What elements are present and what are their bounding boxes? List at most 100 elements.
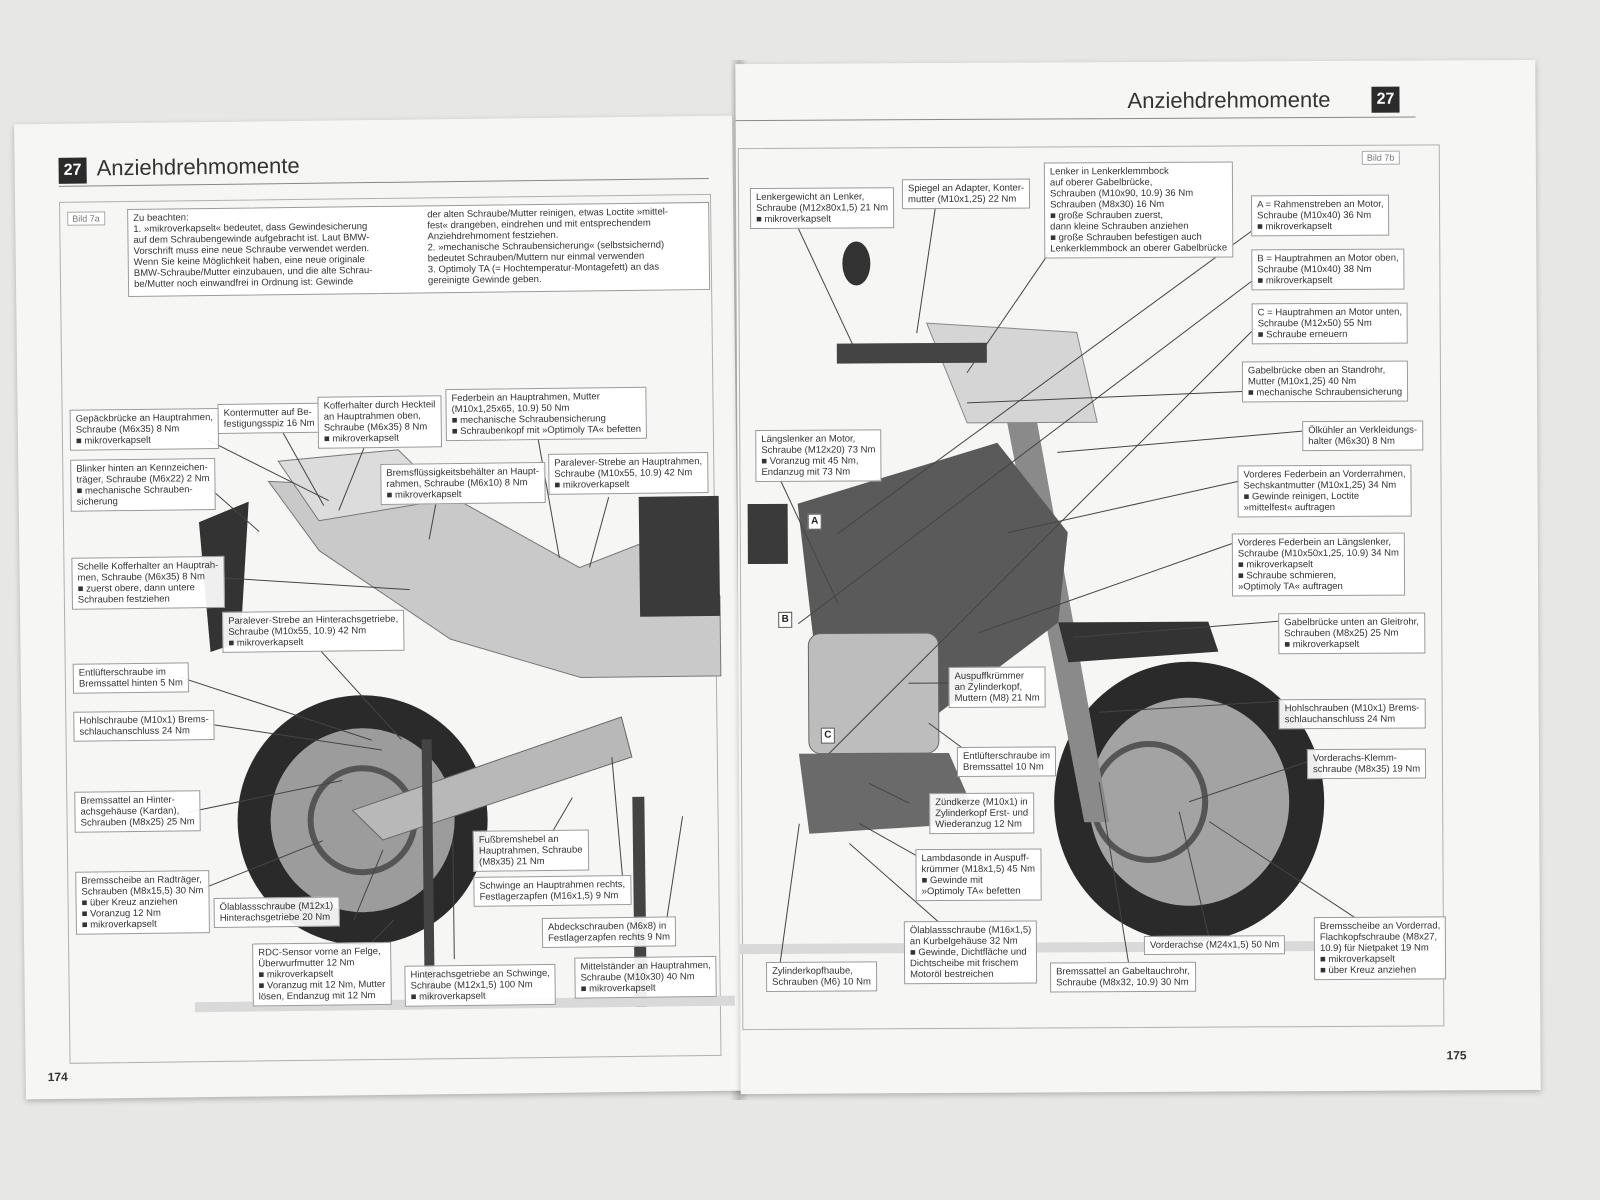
- callout-hohlschraube-hinten: Hohlschraube (M10x1) Brems- schlauchansc…: [73, 710, 215, 742]
- callout-line: Schrauben (M8x15,5) 30 Nm: [81, 885, 204, 898]
- callout-line: ■ mikroverkapselt: [81, 918, 157, 931]
- front-mudguard: [1058, 621, 1219, 663]
- side-stand: [421, 739, 435, 1000]
- callout-mittelstaender: Mittelständer an Hauptrahmen, Schraube (…: [574, 955, 718, 999]
- callout-bremssattel-gabeltauchrohr: Bremssattel an Gabeltauchrohr, Schraube …: [1050, 961, 1196, 993]
- callout-line: Wiederanzug 12 Nm: [935, 818, 1022, 831]
- page-174: 27 Anziehdrehmomente Bild 7a Zu beachten…: [14, 115, 744, 1100]
- callout-line: 10.9) für Nietpaket 19 Nm: [1319, 942, 1429, 955]
- callout-line: Hohlschrauben (M10x1) Brems-: [1284, 702, 1420, 715]
- callout-line: Gepäckbrücke an Hauptrahmen,: [75, 412, 214, 425]
- callout-federbein-vorderrahmen: Vorderes Federbein an Vorderrahmen, Sech…: [1237, 464, 1412, 518]
- callout-line: RDC-Sensor vorne an Felge,: [258, 946, 381, 959]
- callout-hauptrahmen-oben-b: B = Hauptrahmen an Motor oben, Schraube …: [1251, 248, 1405, 291]
- callout-auspuffkruemmer: Auspuffkrümmer an Zylinderkopf, Muttern …: [948, 666, 1046, 708]
- windscreen: [925, 322, 1098, 424]
- callout-federbein-laengslenker: Vorderes Federbein an Längslenker, Schra…: [1231, 532, 1406, 597]
- handlebar: [836, 342, 987, 364]
- callout-line: ■ mikroverkapselt: [1257, 220, 1333, 233]
- callout-rahmenstreben-a: A = Rahmenstreben an Motor, Schraube (M1…: [1251, 194, 1390, 237]
- callout-line: »mittelfest« auftragen: [1243, 501, 1336, 514]
- callout-line: Muttern (M8) 21 Nm: [954, 692, 1040, 704]
- callout-line: Festlagerzapfen rechts 9 Nm: [547, 931, 671, 944]
- callout-kontermutter: Kontermutter auf Be- festigungsspiz 16 N…: [217, 402, 321, 434]
- callout-bremsfluessigkeitsbehaelter: Bremsflüssigkeitsbehälter an Haupt- rahm…: [380, 461, 546, 505]
- callout-line: Gabelbrücke oben an Standrohr,: [1247, 364, 1386, 377]
- callout-line: ■ mechanische Schrauben-: [76, 484, 193, 497]
- callout-entluefterschraube-hinten: Entlüfterschraube im Bremssattel hinten …: [72, 662, 190, 694]
- callout-line: ■ Voranzug mit 45 Nm,: [761, 455, 859, 467]
- callout-line: Lenker in Lenkerklemmbock: [1049, 165, 1169, 178]
- callout-hauptrahmen-unten-c: C = Hauptrahmen an Motor unten, Schraube…: [1251, 302, 1409, 345]
- callout-abdeckschrauben: Abdeckschrauben (M6x8) in Festlagerzapfe…: [541, 916, 677, 949]
- callout-line: C = Hauptrahmen an Motor unten,: [1257, 306, 1403, 319]
- callout-hinterachsgetriebe-schwinge: Hinterachsgetriebe an Schwinge, Schraube…: [404, 963, 557, 1007]
- callout-line: Schrauben (M8x30) 16 Nm: [1050, 198, 1165, 211]
- callout-paralever-hauptrahmen: Paralever-Strebe an Hauptrahmen, Schraub…: [548, 451, 709, 495]
- callout-line: schlauchanschluss 24 Nm: [79, 725, 190, 738]
- callout-line: (M8x35) 21 Nm: [479, 855, 545, 868]
- callout-line: Mutter (M10x1,25) 40 Nm: [1247, 375, 1357, 388]
- callout-vorderachs-klemmschraube: Vorderachs-Klemm- schraube (M8x35) 19 Nm: [1306, 748, 1427, 780]
- callout-line: ■ Gewinde reinigen, Loctite: [1243, 490, 1360, 503]
- page-number: 174: [47, 1069, 68, 1085]
- callout-line: rahmen, Schraube (M6x10) 8 Nm: [386, 477, 528, 490]
- callout-hohlschrauben-vorne: Hohlschrauben (M10x1) Brems- schlauchans…: [1278, 698, 1426, 730]
- callout-zuendkerze: Zündkerze (M10x1) in Zylinderkopf Erst- …: [929, 792, 1035, 835]
- callout-line: ■ Schraubenkopf mit »Optimoly TA« befett…: [451, 423, 642, 438]
- callout-line: Flachkopfschraube (M8x27,: [1319, 931, 1438, 944]
- callout-line: Vorderachs-Klemm-: [1312, 752, 1397, 765]
- mirror: [842, 241, 871, 286]
- callout-line: Zylinderkopf Erst- und: [935, 807, 1029, 820]
- callout-line: ■ mikroverkapselt: [323, 432, 399, 445]
- callout-line: ■ große Schrauben befestigen auch: [1050, 231, 1202, 244]
- callout-line: schlauchanschluss 24 Nm: [1284, 713, 1396, 726]
- callout-line: Ölkühler an Verkleidungs-: [1308, 424, 1418, 437]
- callout-entluefterschraube-vorne: Entlüfterschraube im Bremssattel 10 Nm: [956, 746, 1057, 777]
- callout-line: ■ mikroverkapselt: [1257, 274, 1333, 287]
- callout-line: ■ Schraube schmieren,: [1237, 569, 1337, 582]
- callout-paralever-hinterachsgetriebe: Paralever-Strebe an Hinterachsgetriebe, …: [222, 609, 405, 653]
- callout-line: auf oberer Gabelbrücke,: [1049, 176, 1153, 189]
- callout-line: schraube (M8x35) 19 Nm: [1312, 763, 1421, 776]
- callout-line: Vorderes Federbein an Längslenker,: [1237, 536, 1392, 549]
- callout-line: Bremssattel 10 Nm: [962, 761, 1044, 773]
- page-number: 175: [1446, 1048, 1467, 1063]
- callout-line: Dichtscheibe mit frischem: [909, 957, 1019, 970]
- callout-line: Längslenker an Motor,: [761, 433, 856, 445]
- callout-line: dann kleine Schrauben anziehen: [1050, 220, 1189, 233]
- callout-line: Schraube (M12x80x1,5) 21 Nm: [756, 202, 889, 214]
- battery-box: [747, 503, 788, 565]
- page-175: Anziehdrehmomente 27 Bild 7b: [735, 59, 1541, 1095]
- callout-line: Bremsscheibe an Vorderrad,: [1319, 920, 1441, 933]
- callout-line: ■ mikroverkapselt: [756, 213, 832, 225]
- callout-line: Schraube (M10x40) 36 Nm: [1257, 209, 1372, 222]
- callout-oelkuehler: Ölkühler an Verkleidungs- halter (M6x30)…: [1302, 420, 1424, 452]
- callout-line: Bremssattel hinten 5 Nm: [78, 677, 183, 690]
- callout-line: Lambdasonde in Auspuff-: [921, 852, 1030, 865]
- callout-vorderachse: Vorderachse (M24x1,5) 50 Nm: [1143, 935, 1286, 955]
- callout-line: ■ über Kreuz anziehen: [1320, 964, 1417, 977]
- callout-line: Vorderes Federbein an Vorderrahmen,: [1243, 468, 1406, 481]
- callout-line: Schrauben (M8x25) 25 Nm: [80, 816, 195, 829]
- callout-line: Bremssattel an Gabeltauchrohr,: [1056, 965, 1190, 978]
- callout-line: Schraube (M10x50x1,25, 10.9) 34 Nm: [1237, 547, 1399, 560]
- callout-line: ■ große Schrauben zuerst,: [1050, 209, 1164, 222]
- callout-line: Zündkerze (M10x1) in: [935, 796, 1028, 809]
- callout-line: ■ mikroverkapselt: [1319, 953, 1395, 966]
- callout-line: Schraube (M6x35) 8 Nm: [323, 421, 428, 434]
- callout-federbein: Federbein an Hauptrahmen, Mutter (M10x1,…: [445, 386, 648, 442]
- callout-line: an Kurbelgehäuse 32 Nm: [909, 935, 1018, 948]
- callout-line: ■ Schraube erneuern: [1257, 328, 1348, 341]
- swingarm: [351, 716, 633, 841]
- callout-blinker: Blinker hinten an Kennzeichen- träger, S…: [70, 457, 216, 512]
- callout-line: A = Rahmenstreben an Motor,: [1257, 198, 1384, 211]
- callout-line: Schraube (M12x50) 55 Nm: [1257, 317, 1372, 330]
- callout-line: Ölablassschraube (M16x1,5): [909, 924, 1032, 937]
- callout-laengslenker-motor: Längslenker an Motor, Schraube (M12x20) …: [755, 429, 882, 483]
- callout-bremsscheibe-vorne: Bremsscheibe an Vorderrad, Flachkopfschr…: [1313, 916, 1447, 981]
- callout-line: ■ mikroverkapselt: [410, 990, 486, 1003]
- callout-line: Schrauben (M6) 10 Nm: [772, 976, 871, 988]
- callout-line: Festlagerzapfen (M16x1,5) 9 Nm: [479, 890, 619, 903]
- callout-line: Gabelbrücke unten an Gleitrohr,: [1284, 616, 1419, 629]
